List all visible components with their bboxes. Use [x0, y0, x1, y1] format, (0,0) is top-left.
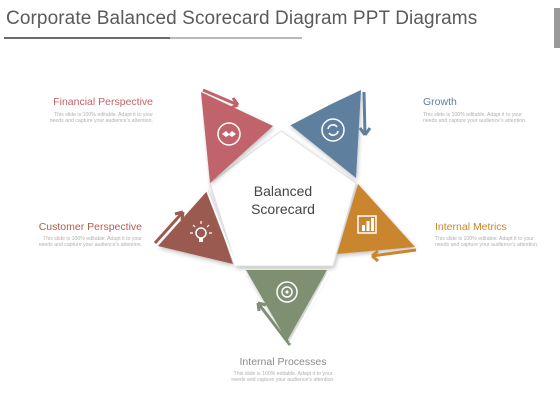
financial-label: Financial Perspective — [53, 96, 153, 108]
customer-label: Customer Perspective — [38, 221, 142, 233]
center-pentagon — [209, 130, 357, 267]
growth-triangle — [289, 90, 361, 178]
handshake-icon — [217, 122, 241, 146]
processes-triangle — [246, 270, 327, 341]
financial-segment — [198, 87, 273, 187]
target-icon — [276, 281, 298, 303]
customer-segment — [153, 187, 237, 267]
title-underline — [4, 37, 302, 39]
center-label: Balanced Scorecard — [218, 182, 348, 218]
processes-desc: This slide is 100% editable. Adapt it to… — [231, 371, 335, 384]
growth-label: Growth — [423, 96, 457, 108]
bar-chart-icon — [357, 215, 377, 234]
metrics-segment — [337, 181, 419, 263]
center-label-line1: Balanced — [253, 183, 313, 199]
metrics-desc: This slide is 100% editable. Adapt it to… — [435, 236, 539, 249]
page-title: Corporate Balanced Scorecard Diagram PPT… — [6, 8, 478, 29]
growth-segment — [286, 89, 372, 178]
refresh-icon — [321, 118, 345, 142]
growth-desc: This slide is 100% editable. Adapt it to… — [423, 112, 527, 125]
financial-triangle — [201, 92, 273, 183]
metrics-label: Internal Metrics — [435, 221, 507, 233]
center-label-line2: Scorecard — [251, 201, 315, 217]
corner-accent-bar — [554, 8, 560, 48]
processes-label: Internal Processes — [239, 356, 327, 368]
financial-desc: This slide is 100% editable. Adapt it to… — [49, 112, 153, 125]
customer-desc: This slide is 100% editable. Adapt it to… — [38, 236, 142, 249]
processes-segment — [246, 270, 330, 346]
